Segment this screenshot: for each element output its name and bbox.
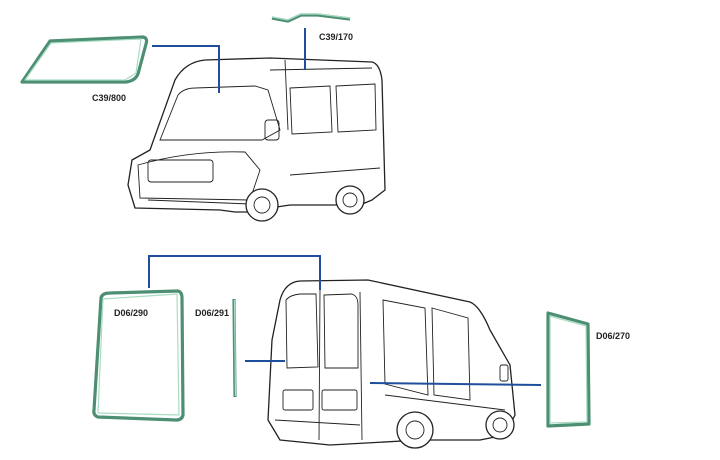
seal-d06-290 (92, 289, 185, 422)
seal-d06-291 (232, 298, 237, 398)
seal-c39-170 (271, 13, 351, 23)
part-label-d06-290: D06/290 (114, 308, 148, 318)
leader-d06-270 (369, 382, 542, 386)
seal-c39-800 (20, 35, 149, 84)
seal-d06-270 (546, 311, 591, 428)
part-label-d06-291: D06/291 (195, 308, 229, 318)
van-rear-view (267, 279, 516, 449)
part-label-c39-800: C39/800 (92, 93, 126, 103)
leader-d06-290 (148, 255, 321, 290)
leader-c39-800 (152, 45, 220, 93)
van-front-view (127, 57, 386, 222)
part-label-c39-170: C39/170 (319, 32, 353, 42)
part-label-d06-270: D06/270 (596, 331, 630, 341)
